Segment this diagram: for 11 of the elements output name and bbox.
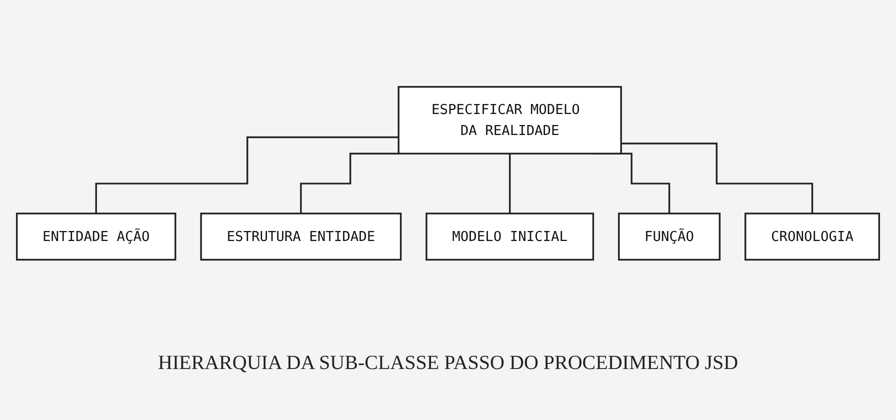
node-box: ENTIDADE AÇÃO	[16, 212, 176, 260]
connector	[300, 152, 400, 214]
connector	[621, 142, 814, 214]
node-box: FUNÇÃO	[618, 212, 721, 260]
connector	[508, 152, 511, 214]
node-box: ESPECIFICAR MODELO DA REALIDADE	[398, 86, 622, 154]
node-box: MODELO INICIAL	[426, 212, 594, 260]
connector	[95, 136, 399, 214]
caption: HIERARQUIA DA SUB-CLASSE PASSO DO PROCEDIMENTO JSD	[156, 352, 740, 375]
node-box: ESTRUTURA ENTIDADE	[200, 212, 402, 260]
node-box: CRONOLOGIA	[744, 212, 880, 260]
